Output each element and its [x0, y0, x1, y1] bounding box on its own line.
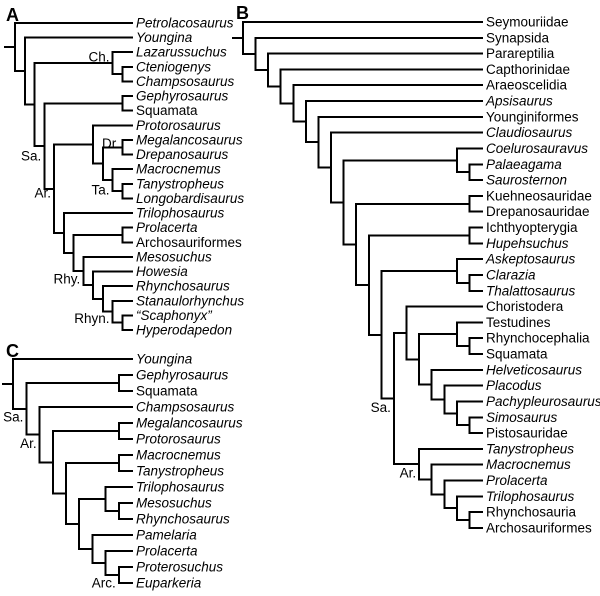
taxon-label: Rhynchocephalia [486, 331, 590, 346]
taxon-label: Protorosaurus [136, 432, 221, 447]
panel-letter-A: A [6, 5, 19, 25]
taxon-label: Youngina [136, 352, 193, 367]
taxon-label: Capthorinidae [486, 62, 570, 77]
taxon-label: Macrocnemus [136, 448, 221, 463]
taxon-label: Squamata [136, 103, 198, 118]
taxon-label: Megalancosaurus [136, 132, 243, 147]
taxon-label: Drepanosauridae [486, 204, 590, 219]
taxon-label: Parareptilia [486, 46, 555, 61]
taxon-label: Saurosternon [486, 173, 567, 188]
taxon-label: Stanaulorhynchus [136, 293, 244, 308]
taxon-label: Petrolacosaurus [136, 16, 234, 31]
taxon-label: Archosauriformes [486, 520, 592, 535]
taxon-label: Hupehsuchus [486, 236, 569, 251]
taxon-label: Prolacerta [486, 473, 548, 488]
panel-B: B SeymouriidaeSynapsidaParareptiliaCaptho… [231, 3, 600, 535]
taxon-label: Euparkeria [136, 576, 202, 591]
taxon-label: Placodus [486, 378, 542, 393]
taxon-label: Thalattosaurus [486, 283, 576, 298]
taxon-label: Megalancosaurus [136, 416, 243, 431]
taxon-label: Archosauriformes [136, 235, 242, 250]
taxon-label: Macrocnemus [136, 162, 221, 177]
taxon-label: Seymouriidae [486, 15, 569, 30]
clade-label: Arc. [92, 576, 116, 591]
taxon-label: Pistosauridae [486, 426, 568, 441]
taxon-label: Choristodera [486, 299, 564, 314]
clade-label: Ar. [400, 466, 417, 481]
taxon-label: Claudiosaurus [486, 125, 573, 140]
taxon-label: Synapsida [486, 30, 550, 45]
taxon-label: Mesosuchus [136, 496, 212, 511]
taxon-label: Testudines [486, 315, 551, 330]
taxon-label: Kuehneosauridae [486, 188, 592, 203]
taxon-label: Youngina [136, 30, 193, 45]
clade-label: Sa. [3, 409, 23, 424]
taxon-label: Champsosaurus [136, 74, 235, 89]
panel-letter-B: B [236, 3, 249, 23]
taxon-label: Coelurosauravus [486, 141, 588, 156]
taxon-label: Trilophosaurus [486, 489, 575, 504]
clade-label: Rhyn. [74, 311, 109, 326]
taxon-label: Mesosuchus [136, 249, 212, 264]
taxon-label: Palaeagama [486, 157, 562, 172]
taxon-label: Prolacerta [136, 544, 198, 559]
taxon-label: Askeptosaurus [485, 252, 576, 267]
taxon-label: Macrocnemus [486, 457, 571, 472]
taxon-label: Tanystropheus [136, 464, 224, 479]
taxon-label: Squamata [486, 347, 548, 362]
taxon-label: Gephyrosaurus [136, 368, 229, 383]
clade-label: Ta. [91, 183, 109, 198]
taxon-label: Prolacerta [136, 220, 198, 235]
taxon-label: Apsisaurus [485, 94, 553, 109]
taxon-label: Younginiformes [486, 109, 579, 124]
panel-A: A PetrolacosaurusYounginaLazarussuchusCte… [4, 5, 244, 338]
taxon-label: Hyperodapedon [136, 323, 232, 338]
panel-C: C YounginaGephyrosaurusSquamataChampsosau… [2, 341, 243, 591]
clade-label: Ar. [34, 185, 51, 200]
taxon-label: Trilophosaurus [136, 480, 225, 495]
taxon-label: Pamelaria [136, 528, 197, 543]
taxon-label: Lazarussuchus [136, 45, 227, 60]
taxon-label: Gephyrosaurus [136, 89, 229, 104]
taxon-label: Clarazia [486, 267, 536, 282]
taxon-label: Champsosaurus [136, 400, 235, 415]
taxon-label: “Scaphonyx” [136, 308, 212, 323]
clade-label: Sa. [21, 149, 41, 164]
taxon-label: Helveticosaurus [486, 362, 582, 377]
panel-letter-C: C [6, 341, 19, 361]
taxon-label: Ichthyopterygia [486, 220, 578, 235]
taxon-label: Proterosuchus [136, 560, 223, 575]
clade-label: Ch. [88, 50, 109, 65]
clade-label: Dr. [102, 136, 119, 151]
clade-label: Ar. [20, 436, 37, 451]
taxon-label: Pachypleurosaurus [486, 394, 600, 409]
taxon-label: Protorosaurus [136, 118, 221, 133]
taxon-label: Cteniogenys [136, 59, 211, 74]
taxon-label: Rhynchosaurus [136, 279, 230, 294]
taxon-label: Longobardisaurus [136, 191, 244, 206]
taxon-label: Drepanosaurus [136, 147, 229, 162]
taxon-label: Araeoscelidia [486, 78, 568, 93]
taxon-label: Trilophosaurus [136, 206, 225, 221]
taxon-label: Rhynchosaurus [136, 512, 230, 527]
taxon-label: Tanystropheus [486, 441, 574, 456]
clade-label: Rhy. [53, 272, 80, 287]
taxon-label: Howesia [136, 264, 188, 279]
taxon-label: Squamata [136, 384, 198, 399]
taxon-label: Tanystropheus [136, 176, 224, 191]
clade-label: Sa. [371, 400, 391, 415]
taxon-label: Simosaurus [486, 410, 558, 425]
taxon-label: Rhynchosauria [486, 505, 577, 520]
